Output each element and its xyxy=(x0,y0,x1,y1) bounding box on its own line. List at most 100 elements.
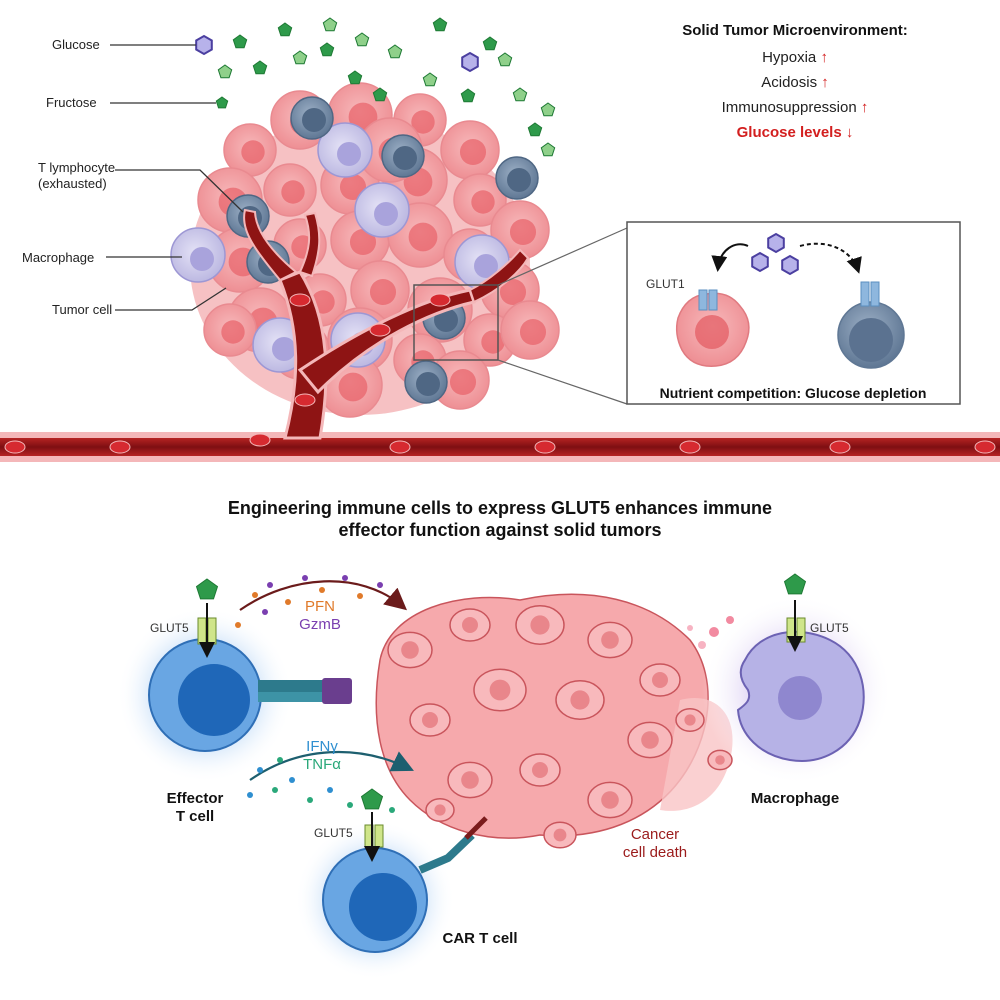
glucose-icon xyxy=(195,34,213,56)
down-arrow-icon: ↓ xyxy=(845,124,854,141)
tumor-cell-nucleus xyxy=(509,218,537,246)
t-cell-nucleus xyxy=(416,372,440,396)
effector-line-2: T cell xyxy=(175,808,215,825)
legend-item-immunosuppression: Immunosuppression ↑ xyxy=(655,99,935,116)
glut5-label-car-t: GLUT5 xyxy=(314,826,353,840)
fructose-icon xyxy=(252,60,268,75)
ifng-label: IFNγ xyxy=(306,738,338,755)
label-leaders xyxy=(106,44,244,311)
sugar-molecules xyxy=(195,17,556,157)
cytokine-particle xyxy=(319,587,325,593)
red-blood-cell xyxy=(4,440,26,454)
cancer-cell-fragment-core xyxy=(422,712,438,728)
inset-glucose-molecules xyxy=(751,232,799,276)
legend-item-acidosis: Acidosis ↑ xyxy=(655,74,935,91)
red-blood-cell xyxy=(829,440,851,454)
red-blood-cell xyxy=(534,440,556,454)
fructose-icon xyxy=(354,32,370,47)
bottom-title-line-1: Engineering immune cells to express GLUT… xyxy=(227,498,773,518)
red-blood-cell xyxy=(294,393,316,407)
secretion-arrows xyxy=(239,580,414,781)
red-blood-cell xyxy=(389,440,411,454)
bottom-title: Engineering immune cells to express GLUT… xyxy=(150,497,850,541)
cancer-cell-fragment-core xyxy=(641,731,659,749)
cytokine-particle xyxy=(377,582,383,588)
t-cell-nucleus xyxy=(507,168,531,192)
macrophage-right xyxy=(687,595,892,785)
fructose-icon xyxy=(195,578,219,600)
effector-t-cell-label: Effector T cell xyxy=(140,790,250,826)
legend-item-hypoxia: Hypoxia ↑ xyxy=(655,49,935,66)
cytokine-particle xyxy=(277,757,283,763)
exhausted-label: (exhausted) xyxy=(38,176,107,191)
tumor-cell-nucleus xyxy=(519,318,547,346)
t-cell-nucleus xyxy=(302,108,326,132)
cancer-cell-fragments xyxy=(387,605,733,849)
legend-text: Glucose levels xyxy=(736,124,842,141)
zoom-indicator xyxy=(413,227,628,405)
cytokine-particle xyxy=(235,622,241,628)
cytokine-particle xyxy=(389,807,395,813)
car-t-cell xyxy=(295,812,488,980)
fructose-icon xyxy=(387,44,403,59)
cytokine-particle xyxy=(272,787,278,793)
red-blood-cell xyxy=(109,440,131,454)
tumor-cell-nucleus xyxy=(408,222,438,252)
glucose-icon xyxy=(461,51,479,73)
cytokine-particle xyxy=(302,575,308,581)
death-line-2: cell death xyxy=(622,844,688,861)
cancer-cell-fragment-core xyxy=(489,679,511,701)
cancer-cell-fragment-core xyxy=(570,690,590,710)
cancer-cell-fragment-core xyxy=(601,631,619,649)
fructose-icon xyxy=(277,22,293,37)
macrophage-nucleus xyxy=(374,202,398,226)
fructose-icon xyxy=(527,122,543,137)
tumor-cell-nucleus xyxy=(459,138,487,166)
fructose-icon xyxy=(497,52,513,67)
tumor-cell-nucleus xyxy=(349,228,377,256)
fructose-icon xyxy=(319,42,335,57)
fructose-icon xyxy=(217,64,233,79)
glucose-icon xyxy=(751,251,769,273)
macrophage-nucleus xyxy=(474,254,498,278)
cancer-cell-fragment-core xyxy=(462,617,478,633)
legend-text: Immunosuppression xyxy=(721,99,857,116)
fructose-icon xyxy=(322,17,338,32)
cytokine-particle xyxy=(247,792,253,798)
up-arrow-icon: ↑ xyxy=(821,74,829,91)
cancer-cell-fragment-core xyxy=(684,714,696,726)
cancer-cell-fragment-core xyxy=(532,762,548,778)
up-arrow-icon: ↑ xyxy=(860,99,869,116)
fructose-icon xyxy=(422,72,438,87)
gzmb-label: GzmB xyxy=(299,616,341,633)
legend-text: Acidosis xyxy=(761,74,818,91)
cytokine-particles xyxy=(235,575,395,813)
macrophage-nucleus xyxy=(272,337,296,361)
red-blood-cell xyxy=(369,323,391,337)
cytokine-particle xyxy=(252,592,258,598)
tnfa-label: TNFα xyxy=(303,756,341,773)
glut1-label: GLUT1 xyxy=(646,277,685,291)
cytokine-particle xyxy=(289,777,295,783)
fructose-icon xyxy=(482,36,498,51)
fructose-label: Fructose xyxy=(46,95,97,110)
cytokine-particle xyxy=(327,787,333,793)
fructose-icon xyxy=(232,34,248,49)
fructose-icon xyxy=(512,87,528,102)
macrophage-nucleus xyxy=(337,142,361,166)
macrophage-label: Macrophage xyxy=(22,250,95,265)
red-blood-cell xyxy=(974,440,996,454)
glucose-label: Glucose xyxy=(52,37,100,52)
fructose-icon xyxy=(540,142,556,157)
cancer-cell-fragment-core xyxy=(601,791,619,809)
pfn-label: PFN xyxy=(305,598,335,615)
fructose-icon xyxy=(347,70,363,85)
bottom-title-line-2: effector function against solid tumors xyxy=(338,520,662,540)
tumor-cell-nucleus xyxy=(369,278,397,306)
red-blood-cell xyxy=(249,433,271,447)
glut5-label-macrophage: GLUT5 xyxy=(810,621,849,635)
tumor-cell-nucleus xyxy=(499,278,527,306)
cytokine-particle xyxy=(342,575,348,581)
cancer-cell-fragment-core xyxy=(553,828,567,842)
